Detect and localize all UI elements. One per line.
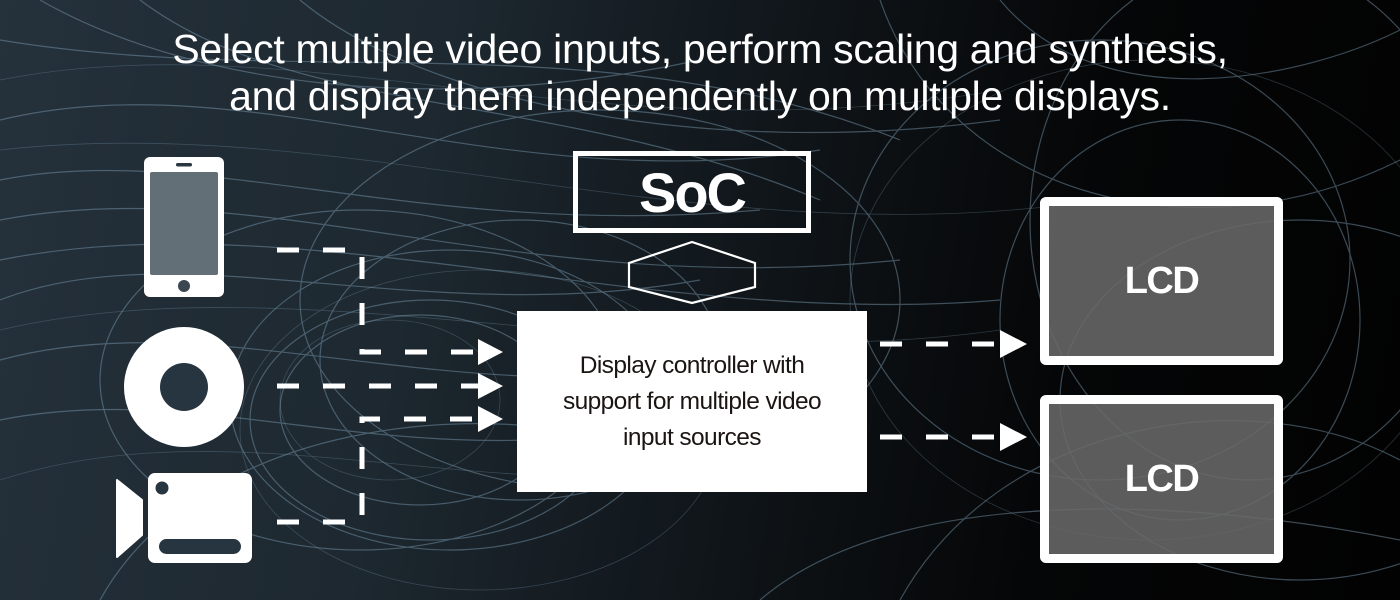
arrow-head-icon (478, 373, 503, 399)
soc-label: SoC (639, 160, 747, 224)
lcd-display-2: LCD (1040, 395, 1283, 563)
display-controller-box: Display controller with support for mult… (517, 311, 867, 492)
input-arrows (277, 247, 1004, 525)
lcd-display-1: LCD (1040, 197, 1283, 365)
hexagon-connector-icon (627, 240, 757, 305)
display-controller-text: Display controller with support for mult… (562, 348, 822, 456)
lcd-label: LCD (1124, 457, 1200, 500)
controller-text-line-3: input sources (623, 423, 762, 451)
video-camera-icon (116, 473, 252, 563)
arrow-head-icon (1000, 423, 1027, 451)
disc-icon (124, 327, 244, 447)
soc-box: SoC (573, 151, 811, 233)
headline: Select multiple video inputs, perform sc… (0, 26, 1400, 120)
arrow-head-icon (478, 406, 503, 432)
controller-text-line-1: Display controller with (579, 351, 805, 379)
headline-line-1: Select multiple video inputs, perform sc… (172, 26, 1228, 72)
controller-text-line-2: support for multiple video (562, 387, 822, 415)
arrow-head-icon (1000, 330, 1027, 358)
arrowheads (478, 330, 1027, 451)
headline-line-2: and display them independently on multip… (229, 73, 1171, 119)
arrow-head-icon (478, 339, 503, 365)
smartphone-icon (144, 157, 224, 297)
lcd-label: LCD (1124, 259, 1200, 302)
